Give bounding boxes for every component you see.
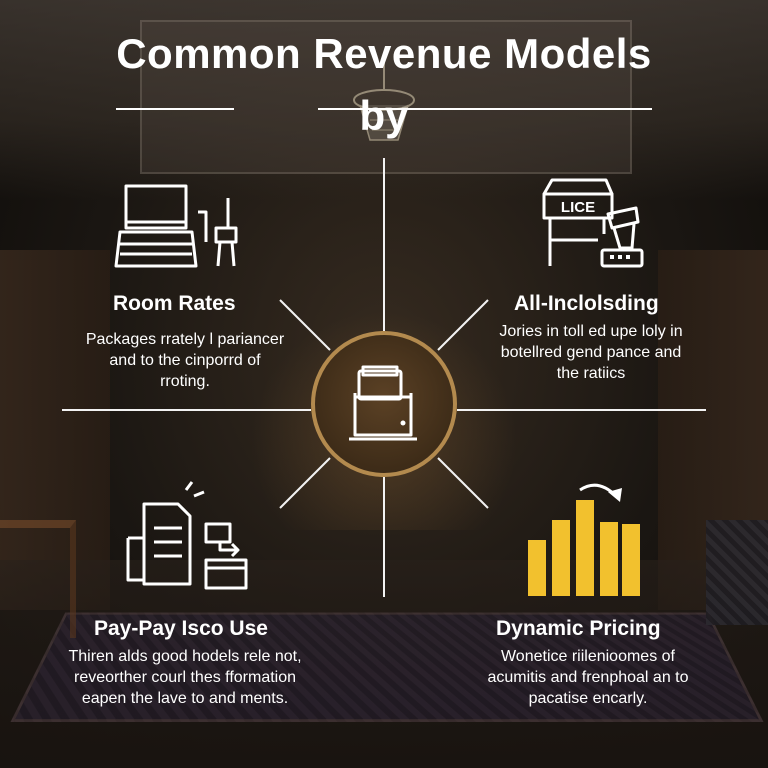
room-rates-desc-line: rroting. (160, 373, 210, 390)
background-wall-left (0, 250, 110, 610)
page-title: Common Revenue Models (116, 30, 652, 77)
all-inclusive-description: Jories in toll ed upe loly in botellred … (446, 321, 736, 384)
pay-per-use-desc-line: eapen the lave to and ments. (81, 690, 289, 707)
pay-per-use-title: Pay-Pay Isco Use (94, 617, 268, 640)
room-rates-desc-line: Packages rrately l pariancer (85, 331, 285, 348)
dynamic-pricing-desc-line: pacatise encarly. (528, 690, 648, 707)
bar-2 (552, 520, 570, 596)
dynamic-pricing-desc-line: acumitis and frenphoal an to (487, 669, 689, 686)
ray-bottom-left (279, 457, 331, 509)
divider-right (457, 409, 706, 411)
open-box-icon (349, 365, 417, 441)
center-hub (311, 331, 457, 477)
divider-top (383, 158, 385, 331)
bar-5 (622, 524, 640, 596)
bar-4 (600, 522, 618, 596)
dynamic-pricing-description: Wonetice riilenioomes of acumitis and fr… (438, 646, 738, 709)
room-rates-desc-line: and to the cinporrd of (109, 352, 261, 369)
all-inclusive-title: All-Inclolsdinɡ (514, 292, 659, 315)
bar-1 (528, 540, 546, 596)
page-subtitle: by (359, 92, 409, 139)
divider-left (62, 409, 311, 411)
pay-per-use-desc-line: Thiren alds good hodels rele not, (68, 648, 302, 665)
ray-top-right (437, 299, 489, 351)
hotel-desk-icon (114, 184, 238, 268)
bar-chart-arrow-icon (528, 483, 640, 596)
store-sign-text: LICE (561, 199, 595, 216)
pay-per-use-description: Thiren alds good hodels rele not, reveor… (35, 646, 335, 709)
document-transfer-icon (126, 481, 248, 590)
room-rates-title: Room Rates (113, 292, 236, 315)
title-rule-left (116, 108, 234, 110)
ray-bottom-right (437, 457, 489, 509)
dynamic-pricing-title: Dynamic Pricing (496, 617, 661, 640)
background-ceiling-panel (140, 20, 632, 174)
trend-arrow-head (608, 488, 622, 502)
all-inclusive-desc-line: botellred gend pance and (500, 344, 682, 361)
storefront-sign-icon: LICE (542, 178, 644, 268)
pay-per-use-desc-line: reveorther courl thes fformation (73, 669, 297, 686)
ray-top-left (279, 299, 331, 351)
background-planter (706, 520, 768, 625)
all-inclusive-desc-line: the ratiics (556, 365, 626, 382)
bar-3 (576, 500, 594, 596)
dynamic-pricing-desc-line: Wonetice riilenioomes of (500, 648, 675, 665)
all-inclusive-desc-line: Jories in toll ed upe loly in (499, 323, 683, 340)
divider-bottom (383, 477, 385, 597)
chandelier-decoration (353, 60, 415, 141)
background-side-table (0, 520, 76, 638)
title-rule-right (318, 108, 652, 110)
room-rates-description: Packages rrately l pariancer and to the … (40, 329, 330, 392)
